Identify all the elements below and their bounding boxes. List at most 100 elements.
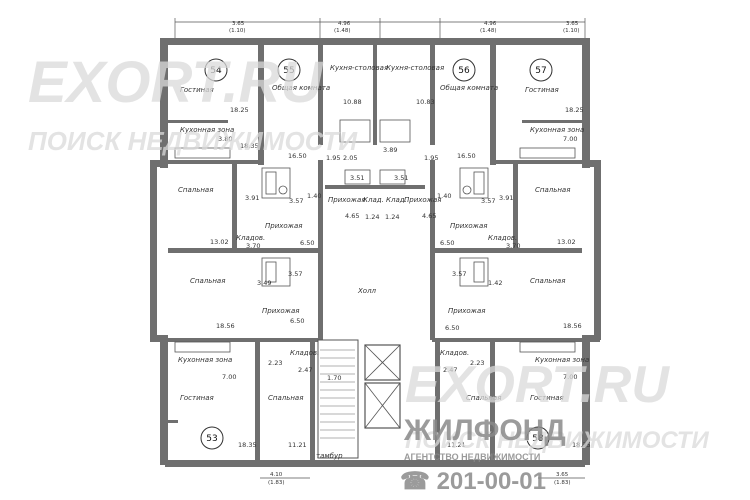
area-label: 18.56 — [216, 322, 235, 330]
room-label-hall-ul: Прихожая — [265, 222, 303, 230]
area-label: 1.95 — [326, 154, 340, 162]
room-label-hall-cl: Прихожая — [328, 196, 366, 204]
dim-top-1b: (1.10) — [229, 28, 246, 34]
room-label-hall-cr: Прихожая — [404, 196, 442, 204]
room-label-hall-mr: Прихожая — [448, 307, 486, 315]
area-label: 11.21 — [288, 441, 307, 449]
dim-top-4b: (1.10) — [563, 28, 580, 34]
area-label: 2.23 — [470, 359, 484, 367]
room-label-pantry-cr: Клад. — [386, 196, 407, 204]
area-label: 3.51 — [394, 174, 408, 182]
apartment-number-57: 57 — [535, 66, 546, 76]
area-label: 18.35 — [240, 142, 259, 150]
dim-bottom-2b: (1.83) — [554, 480, 571, 486]
apartment-number-55: 55 — [283, 66, 294, 76]
area-label: 3.91 — [245, 194, 259, 202]
dim-top-3: 4.96 — [484, 21, 497, 27]
watermark-agency: ЖИЛФОНД — [403, 414, 566, 447]
area-label: 2.47 — [443, 366, 457, 374]
area-label: 3.70 — [506, 242, 520, 250]
watermark-brand-top: EXORT.RU — [28, 50, 324, 115]
dim-bottom-2: 3.65 — [556, 472, 569, 478]
area-label: 13.02 — [210, 238, 229, 246]
room-label-bedroom-ll: Спальная — [268, 394, 303, 402]
area-label: 3.57 — [289, 197, 303, 205]
room-label-living-54: Гостиная — [180, 86, 214, 94]
watermark-tagline-bottom: ПОИСК НЕДВИЖИМОСТИ — [405, 427, 709, 454]
room-label-kitchen-right: Кухня-столовая — [386, 64, 444, 72]
area-label: 18.56 — [563, 322, 582, 330]
dim-top-4: 3.65 — [566, 21, 579, 27]
bathroom-fixtures — [174, 119, 576, 353]
area-label: 6.50 — [440, 239, 454, 247]
apartment-number-53: 53 — [206, 434, 217, 444]
area-label: 13.02 — [557, 238, 576, 246]
area-label: 16.50 — [457, 152, 476, 160]
area-label: 1.95 — [424, 154, 438, 162]
top-dimension-line: 3.65 (1.10) 4.96 (1.48) 4.96 (1.48) 3.65… — [174, 18, 586, 40]
apartment-number-58: 58 — [532, 434, 544, 444]
area-label: 18.25 — [565, 106, 584, 114]
area-label: 7.00 — [222, 373, 236, 381]
room-labels: Гостиная Общая комната Кухня-столовая Ку… — [178, 64, 589, 460]
area-label: 7.00 — [563, 135, 577, 143]
watermarks: EXORT.RU ПОИСК НЕДВИЖИМОСТИ EXORT.RU ПОИ… — [28, 50, 709, 495]
area-label: 6.50 — [300, 239, 314, 247]
watermark-phone: ☎ 201-00-01 — [400, 468, 546, 495]
room-label-pantry-cl: Клад. — [363, 196, 384, 204]
area-label: 3.80 — [218, 135, 232, 143]
room-label-bedroom-ur: Спальная — [535, 186, 570, 194]
room-label-kitchen-zone-57: Кухонная зона — [530, 126, 584, 134]
room-label-bedroom-lr: Спальная — [466, 394, 501, 402]
area-label: 4.65 — [345, 212, 359, 220]
area-label: 6.50 — [445, 324, 459, 332]
area-label: 3.57 — [452, 270, 466, 278]
room-label-corridor: Холл — [357, 287, 377, 295]
area-label: 1.70 — [327, 374, 341, 382]
area-label: 3.91 — [499, 194, 513, 202]
area-label: 2.05 — [343, 154, 357, 162]
area-label: 1.24 — [365, 213, 379, 221]
room-label-hall-ml: Прихожая — [262, 307, 300, 315]
area-label: 18.35 — [238, 441, 257, 449]
area-label: 10.88 — [343, 98, 362, 106]
area-label: 3.57 — [481, 197, 495, 205]
dim-bottom-1: 4.10 — [270, 472, 283, 478]
area-label: 3.51 — [350, 174, 364, 182]
room-label-vestibule: тамбур — [316, 452, 343, 460]
room-label-pantry-lr: Кладов. — [440, 349, 469, 357]
watermark-tagline-top: ПОИСК НЕДВИЖИМОСТИ — [28, 126, 358, 156]
area-label: 1.42 — [488, 279, 502, 287]
room-label-bedroom-ul: Спальная — [178, 186, 213, 194]
area-label: 3.57 — [288, 270, 302, 278]
staircase — [317, 339, 401, 459]
area-label: 1.40 — [437, 192, 451, 200]
interior-walls — [168, 45, 582, 465]
dim-top-2b: (1.48) — [334, 28, 351, 34]
area-label: 3.49 — [257, 279, 271, 287]
bottom-dimension-line: 4.10 (1.83) 3.65 (1.83) — [260, 472, 585, 486]
apartment-number-56: 56 — [458, 66, 470, 76]
room-label-living-57: Гостиная — [525, 86, 559, 94]
room-label-bedroom-mr: Спальная — [530, 277, 565, 285]
room-label-living-53: Гостиная — [180, 394, 214, 402]
area-label: 4.65 — [422, 212, 436, 220]
area-label: 1.24 — [385, 213, 399, 221]
area-label: 16.50 — [288, 152, 307, 160]
watermark-brand-bottom: EXORT.RU — [405, 356, 670, 414]
room-areas: 18.25 16.50 10.88 10.83 16.50 18.25 18.3… — [210, 98, 591, 449]
room-label-pantry-ul: Кладов. — [236, 234, 265, 242]
room-label-living-58: Гостиная — [530, 394, 564, 402]
area-label: 2.23 — [268, 359, 282, 367]
apartment-numbers: 54 55 56 57 53 58 — [200, 58, 553, 450]
area-label: 3.70 — [246, 242, 260, 250]
room-label-bedroom-ml: Спальная — [190, 277, 225, 285]
area-label: 11.21 — [447, 441, 466, 449]
room-label-kitchen-zone-58: Кухонная зона — [535, 356, 589, 364]
area-label: 18.25 — [230, 106, 249, 114]
room-label-hall-ur: Прихожая — [450, 222, 488, 230]
room-label-common-55: Общая комната — [272, 84, 330, 92]
room-label-kitchen-zone-53: Кухонная зона — [178, 356, 232, 364]
room-label-pantry-ur: Кладов. — [488, 234, 517, 242]
